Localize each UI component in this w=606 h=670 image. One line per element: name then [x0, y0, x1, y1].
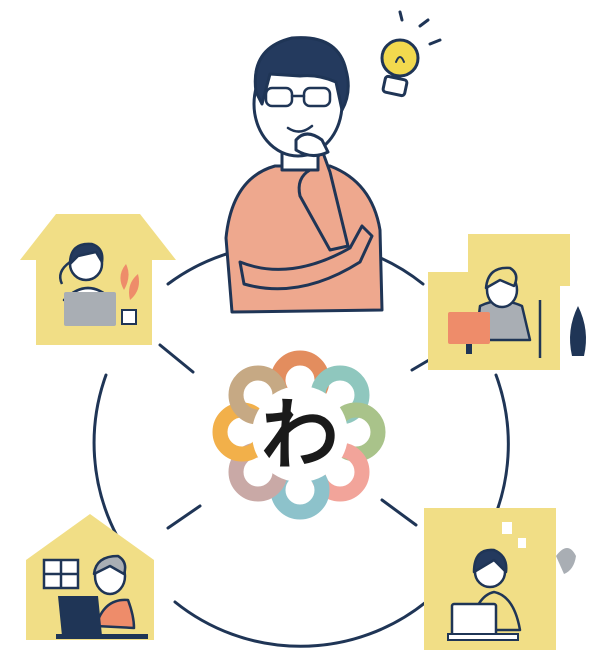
laptop-icon	[64, 292, 116, 326]
laptop-icon	[447, 602, 519, 641]
desktop-monitor-icon	[448, 312, 490, 354]
thinking-man	[224, 36, 384, 314]
house-top-right	[428, 234, 586, 370]
laptop-icon	[56, 596, 148, 639]
plant-icon	[570, 306, 586, 356]
potted-plant-icon	[120, 264, 139, 325]
house-top-left	[20, 214, 176, 345]
man-arm	[238, 224, 374, 291]
glasses-icon	[264, 86, 332, 108]
wa-logo: わ	[212, 350, 386, 520]
house-bottom-right	[424, 508, 576, 650]
wa-glyph: わ	[261, 390, 339, 481]
man-remote	[92, 554, 136, 630]
man-remote	[474, 266, 532, 342]
house-bottom-left	[26, 514, 154, 640]
man-hair	[253, 36, 350, 112]
window-icon	[42, 558, 80, 590]
man-raised-arm	[297, 148, 350, 252]
lightbulb-icon	[380, 10, 442, 98]
